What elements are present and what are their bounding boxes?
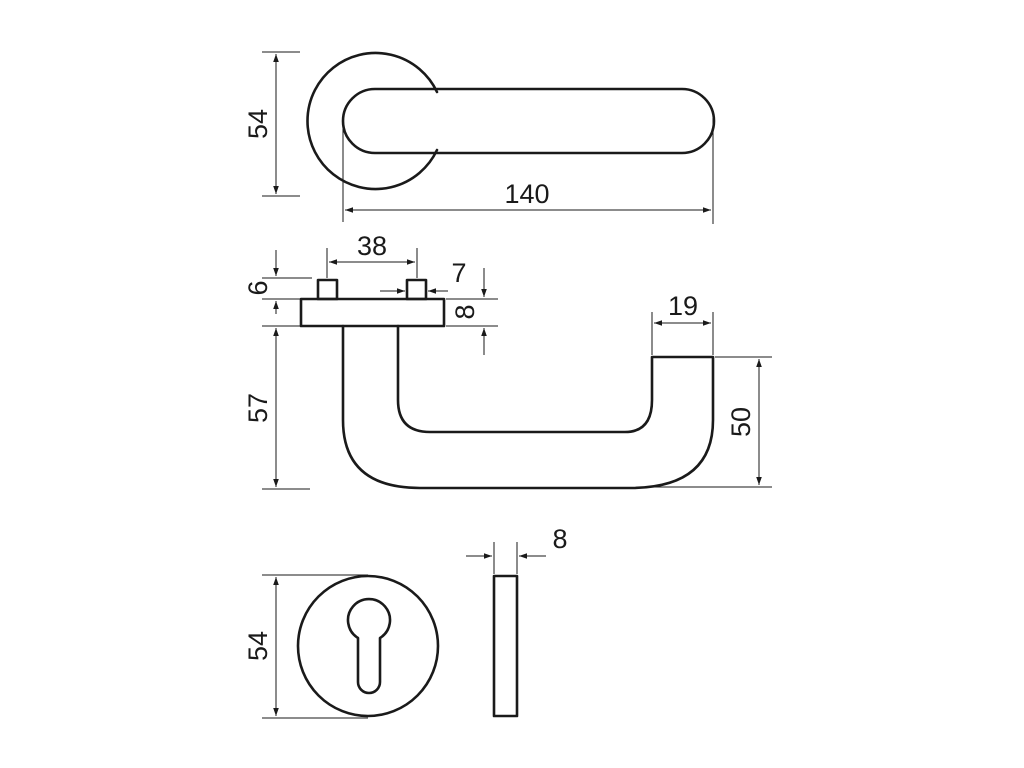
label-pin-width: 7 [451,258,466,288]
side-view: 38 7 6 8 57 19 50 [243,231,772,490]
rose-side-plate [299,297,446,328]
label-pin-spacing: 38 [357,231,387,261]
top-view: 54 140 [243,51,716,224]
pin-left [316,278,339,301]
lever-side-outline [341,324,715,490]
label-escutcheon-diameter: 54 [243,631,273,661]
top-rose-outline [306,51,439,191]
label-lever-tip-width: 19 [668,291,698,321]
escutcheon-outline [296,574,440,718]
label-escutcheon-thickness: 8 [552,524,567,554]
keyhole-outline [346,597,392,695]
label-rose-thickness: 8 [450,304,480,319]
label-pin-height: 6 [243,280,273,295]
label-top-rose-diameter: 54 [243,109,273,139]
label-lever-drop: 50 [726,407,756,437]
escutcheon-side-profile [492,574,519,718]
pin-right [405,278,428,301]
label-lever-length: 140 [504,179,549,209]
lever-top-outline [341,87,716,155]
label-lever-projection: 57 [243,393,273,423]
escutcheon-view: 54 8 [243,524,568,719]
